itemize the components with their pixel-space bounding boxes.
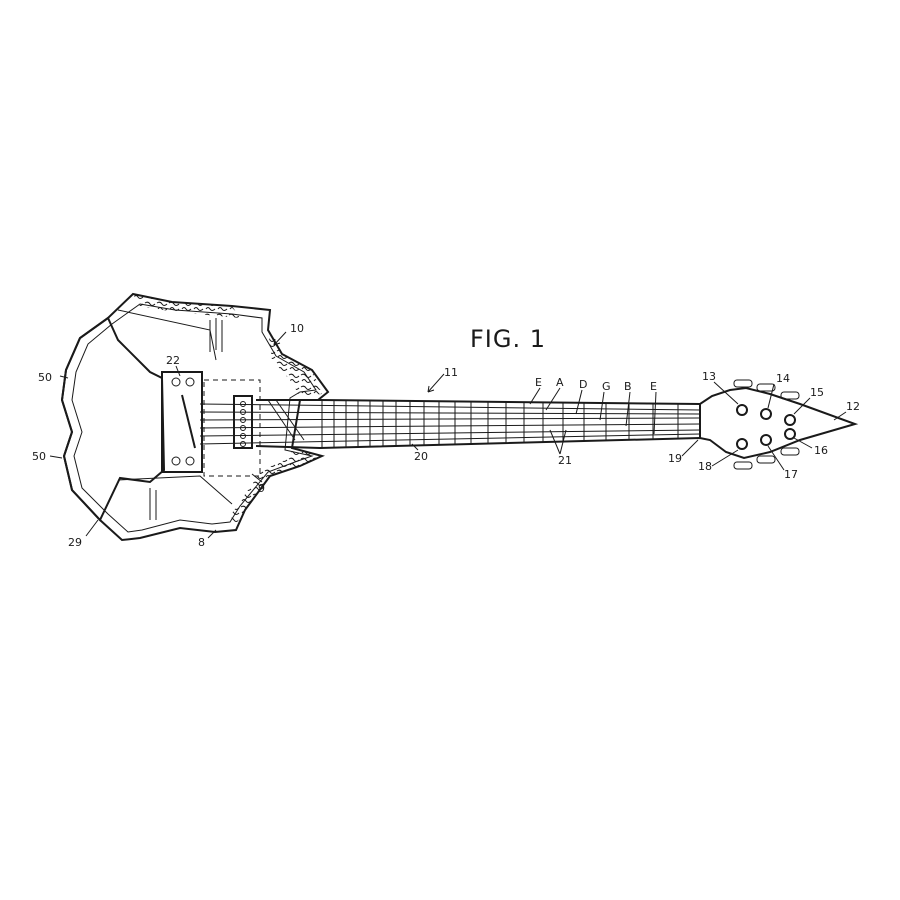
guitar-body xyxy=(60,292,330,542)
body-hatching xyxy=(149,318,223,520)
label-29: 29 xyxy=(68,536,82,549)
leader-string-D xyxy=(575,389,583,415)
bridge-screw-2 xyxy=(185,377,195,387)
leader-50-upper xyxy=(59,375,69,379)
body-contour xyxy=(117,309,233,505)
label-16: 16 xyxy=(814,444,828,457)
frets xyxy=(321,400,679,448)
label-20: 20 xyxy=(414,450,428,463)
neck-outline xyxy=(255,386,859,460)
tuning-peg-18 xyxy=(736,438,748,450)
leader-9 xyxy=(251,473,263,483)
bridge-screw-1 xyxy=(171,377,181,387)
leader-12 xyxy=(833,411,847,421)
border-texture-bottom xyxy=(230,448,322,524)
figure-title: FIG. 1 xyxy=(470,325,546,353)
leader-8 xyxy=(207,529,217,539)
neck-reflection xyxy=(267,399,305,441)
tuner-knob-6 xyxy=(733,461,753,470)
tuner-knob-5 xyxy=(756,455,776,464)
tuner-knob-2 xyxy=(756,383,776,392)
leader-21a xyxy=(549,429,561,455)
string-2 xyxy=(199,411,701,415)
leader-lines xyxy=(49,331,847,539)
bridge-saddle xyxy=(181,394,196,449)
leader-17 xyxy=(767,445,785,471)
label-10: 10 xyxy=(290,322,304,335)
body-inner-outline xyxy=(71,303,317,533)
pickup xyxy=(233,395,253,449)
leader-18 xyxy=(711,449,739,467)
tuning-peg-14 xyxy=(760,408,772,420)
pickup-body xyxy=(233,395,253,449)
label-9: 9 xyxy=(258,482,265,495)
leader-11 xyxy=(427,373,445,393)
label-21: 21 xyxy=(558,454,572,467)
tuning-peg-17 xyxy=(760,434,772,446)
leader-50-lower xyxy=(49,455,63,459)
leader-string-G xyxy=(599,391,605,421)
label-8: 8 xyxy=(198,536,205,549)
label-string-G: G xyxy=(602,380,611,393)
leader-string-E2 xyxy=(653,391,657,435)
leader-string-B xyxy=(625,391,631,427)
label-string-B: B xyxy=(624,380,632,393)
label-50-upper: 50 xyxy=(38,371,52,384)
strings xyxy=(199,403,701,445)
leader-21b xyxy=(559,429,567,455)
bridge-screw-3 xyxy=(171,456,181,466)
leader-string-E1 xyxy=(529,387,541,405)
leader-29 xyxy=(85,519,99,537)
leader-20 xyxy=(411,443,419,451)
leader-22 xyxy=(175,365,181,377)
bridge-screw-4 xyxy=(185,456,195,466)
bridge xyxy=(161,371,203,473)
label-18: 18 xyxy=(698,460,712,473)
tuning-peg-13 xyxy=(736,404,748,416)
leader-15 xyxy=(793,397,811,415)
label-19: 19 xyxy=(668,452,682,465)
bridge-plate xyxy=(161,371,203,473)
tuner-knob-3 xyxy=(780,391,800,400)
border-texture-top xyxy=(133,294,240,318)
leader-string-A xyxy=(545,387,561,411)
string-6 xyxy=(199,433,701,445)
neck xyxy=(199,386,859,460)
tuner-knob-1 xyxy=(733,379,753,388)
leader-10-arrow xyxy=(273,338,281,346)
string-3 xyxy=(199,417,701,421)
string-1 xyxy=(199,403,701,411)
leader-11-arrow xyxy=(427,385,435,393)
textured-insert xyxy=(60,316,166,522)
label-string-E1: E xyxy=(535,376,542,389)
tuning-peg-15 xyxy=(784,414,796,426)
leader-14 xyxy=(767,383,775,409)
leader-13 xyxy=(713,381,739,405)
border-texture-right xyxy=(268,330,322,396)
tuner-knob-4 xyxy=(780,447,800,456)
label-string-A: A xyxy=(556,376,564,389)
label-11: 11 xyxy=(444,366,458,379)
leader-10 xyxy=(273,331,287,346)
label-13: 13 xyxy=(702,370,716,383)
label-12: 12 xyxy=(846,400,860,413)
string-5 xyxy=(199,429,701,437)
label-17: 17 xyxy=(784,468,798,481)
label-50-lower: 50 xyxy=(32,450,46,463)
label-14: 14 xyxy=(776,372,790,385)
string-4 xyxy=(199,423,701,429)
label-15: 15 xyxy=(810,386,824,399)
tuning-peg-16 xyxy=(784,428,796,440)
tuning-pegs xyxy=(733,379,800,470)
leader-19 xyxy=(681,439,699,457)
pickup-pole-6 xyxy=(240,441,246,447)
label-string-E2: E xyxy=(650,380,657,393)
label-22: 22 xyxy=(166,354,180,367)
label-string-D: D xyxy=(579,378,587,391)
leader-16 xyxy=(793,437,813,449)
reference-numerals: 10 11 22 50 50 29 8 9 20 21 E A D G B E … xyxy=(32,322,860,549)
